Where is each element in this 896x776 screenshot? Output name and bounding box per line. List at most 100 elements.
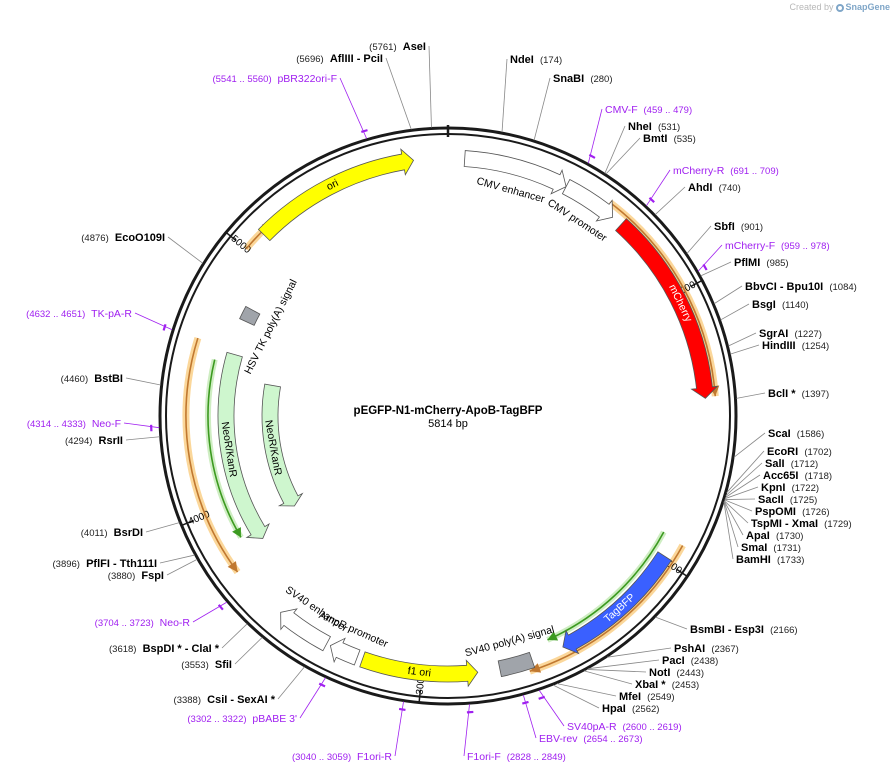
- enzyme-sbfi[interactable]: SbfI (901): [686, 221, 763, 254]
- feature-hsv-tk-poly-a-signal[interactable]: HSV TK poly(A) signal: [239, 278, 300, 377]
- enzyme-bcli[interactable]: BclI * (1397): [736, 388, 829, 400]
- feature-neor-kanr[interactable]: NeoR/KanR: [261, 383, 304, 507]
- enzyme-bspdi-clai[interactable]: (3618) BspDI * - ClaI *: [109, 623, 248, 655]
- enzyme-pspomi[interactable]: PspOMI (1726): [724, 499, 830, 518]
- leader-line: [339, 77, 368, 139]
- feature-neor-kanr[interactable]: NeoR/KanR: [217, 351, 270, 539]
- leader-line: [533, 77, 551, 141]
- enzyme-noti[interactable]: NotI (2443): [586, 667, 704, 679]
- leader-line: [501, 58, 508, 133]
- primer-neo-r[interactable]: (3704 .. 3723) Neo-R: [95, 601, 228, 629]
- enzyme-bsgi[interactable]: BsgI (1140): [720, 299, 809, 321]
- enzyme-bstbi[interactable]: (4460) BstBI: [61, 373, 161, 386]
- enzyme-ecori[interactable]: EcoRI (1702): [726, 446, 832, 493]
- enzyme-kpni[interactable]: KpnI (1722): [724, 482, 819, 500]
- enzyme-label: BmtI (535): [643, 133, 696, 145]
- enzyme-pflfi-tth111i[interactable]: (3896) PflFI - Tth111I: [53, 554, 195, 570]
- leader-line: [221, 623, 248, 649]
- feature-ori[interactable]: ori: [257, 148, 415, 242]
- leader-line: [604, 125, 626, 174]
- leader-line: [720, 303, 750, 321]
- enzyme-pshai[interactable]: PshAI (2367): [607, 643, 739, 658]
- leader-line: [724, 499, 753, 512]
- enzyme-sgrai[interactable]: SgrAI (1227): [728, 328, 822, 347]
- enzyme-snabi[interactable]: SnaBI (280): [533, 73, 613, 141]
- leader-line: [714, 285, 743, 304]
- enzyme-label: BsgI (1140): [752, 299, 809, 311]
- enzyme-ndei[interactable]: NdeI (174): [501, 54, 562, 133]
- primer-label: F1ori-F (2828 .. 2849): [467, 751, 566, 763]
- enzyme-label: EcoRI (1702): [767, 446, 832, 458]
- primer-f1ori-r[interactable]: (3040 .. 3059) F1ori-R: [292, 701, 406, 763]
- feature-tagbfp[interactable]: TagBFP: [562, 551, 672, 655]
- primer-pbabe-3[interactable]: (3302 .. 3322) pBABE 3': [187, 677, 326, 725]
- enzyme-smai[interactable]: SmaI (1731): [723, 501, 801, 554]
- enzyme-nhei[interactable]: NheI (531): [604, 121, 680, 174]
- primer-mcherry-f[interactable]: mCherry-F (959 .. 978): [697, 240, 830, 272]
- leader-line: [697, 244, 723, 272]
- enzyme-scai[interactable]: ScaI (1586): [733, 428, 824, 458]
- enzyme-xbai[interactable]: XbaI * (2453): [584, 670, 699, 691]
- enzyme-hpai[interactable]: HpaI (2562): [553, 684, 659, 715]
- enzyme-sacii[interactable]: SacII (1725): [724, 494, 818, 506]
- leader-line: [588, 659, 660, 670]
- enzyme-tspmi-xmai[interactable]: TspMI - XmaI (1729): [724, 500, 852, 530]
- leader-line: [123, 422, 160, 429]
- primer-pbr322ori-f[interactable]: (5541 .. 5560) pBR322ori-F: [212, 73, 368, 139]
- feature-label: SV40 poly(A) signal: [464, 624, 556, 660]
- feature-label: HSV TK poly(A) signal: [242, 278, 300, 377]
- enzyme-bsmbi-esp3i[interactable]: BsmBI - Esp3I (2166): [655, 616, 798, 636]
- leader-line: [733, 432, 766, 458]
- enzyme-hindiii[interactable]: HindIII (1254): [730, 340, 829, 355]
- enzyme-bamhi[interactable]: BamHI (1733): [723, 501, 805, 566]
- primer-f1ori-f[interactable]: F1ori-F (2828 .. 2849): [463, 704, 566, 763]
- enzyme-label: BsmBI - Esp3I (2166): [690, 624, 798, 636]
- enzyme-apai[interactable]: ApaI (1730): [723, 500, 803, 542]
- tagbfp-orf-line: [529, 545, 684, 672]
- enzyme-mfei[interactable]: MfeI (2549): [556, 683, 675, 703]
- primer-cmv-f[interactable]: CMV-F (459 .. 479): [587, 104, 692, 164]
- enzyme-bbvci-bpu10i[interactable]: BbvCI - Bpu10I (1084): [714, 281, 857, 304]
- enzyme-ahdi[interactable]: AhdI (740): [654, 182, 741, 215]
- feature-mcherry[interactable]: mCherry: [615, 218, 719, 399]
- leader-line: [724, 486, 759, 500]
- enzyme-sali[interactable]: SalI (1712): [725, 458, 818, 496]
- primer-site-mark: [702, 263, 708, 271]
- enzyme-asei[interactable]: (5761) AseI: [369, 41, 432, 128]
- enzyme-fspi[interactable]: (3880) FspI: [108, 559, 198, 582]
- enzyme-pflmi[interactable]: PflMI (985): [700, 257, 789, 277]
- primer-ebv-rev[interactable]: EBV-rev (2654 .. 2673): [522, 694, 643, 745]
- enzyme-label: PshAI (2367): [674, 643, 739, 655]
- enzyme-label: PacI (2438): [662, 655, 718, 667]
- leader-line: [277, 666, 305, 700]
- enzyme-ecoo109i[interactable]: (4876) EcoO109I: [81, 232, 203, 264]
- primer-neo-f[interactable]: (4314 .. 4333) Neo-F: [27, 418, 160, 432]
- enzyme-label: NotI (2443): [649, 667, 704, 679]
- leader-line: [728, 332, 757, 347]
- enzyme-afliii-pcii[interactable]: (5696) AflIII - PciI: [296, 53, 412, 130]
- leader-line: [723, 501, 734, 560]
- enzyme-csii-sexai[interactable]: (3388) CsiI - SexAI *: [174, 666, 305, 706]
- leader-line: [686, 225, 712, 254]
- brand-prefix: Created by: [789, 2, 834, 12]
- enzyme-label: (4294) RsrII: [65, 435, 123, 447]
- primer-sv40pa-r[interactable]: SV40pA-R (2600 .. 2619): [538, 690, 682, 733]
- enzyme-label: SgrAI (1227): [759, 328, 822, 340]
- primer-site-mark: [538, 695, 546, 700]
- enzyme-sfii[interactable]: (3553) SfiI: [181, 637, 263, 671]
- leader-line: [723, 500, 744, 536]
- enzyme-paci[interactable]: PacI (2438): [588, 655, 718, 670]
- primer-mcherry-r[interactable]: mCherry-R (691 .. 709): [646, 165, 779, 207]
- primer-tk-pa-r[interactable]: (4632 .. 4651) TK-pA-R: [26, 308, 173, 331]
- feature-label: ori: [325, 177, 341, 193]
- enzyme-bsrdi[interactable]: (4011) BsrDI: [81, 522, 180, 539]
- primer-label: mCherry-R (691 .. 709): [673, 165, 779, 177]
- primer-label: (3704 .. 3723) Neo-R: [95, 617, 191, 629]
- leader-line: [538, 690, 565, 727]
- enzyme-acc65i[interactable]: Acc65I (1718): [725, 470, 832, 498]
- feature-f1-ori[interactable]: f1 ori: [359, 651, 479, 688]
- enzyme-bmti[interactable]: BmtI (535): [605, 133, 696, 175]
- leader-line: [586, 669, 647, 673]
- enzyme-rsrii[interactable]: (4294) RsrII: [65, 435, 160, 447]
